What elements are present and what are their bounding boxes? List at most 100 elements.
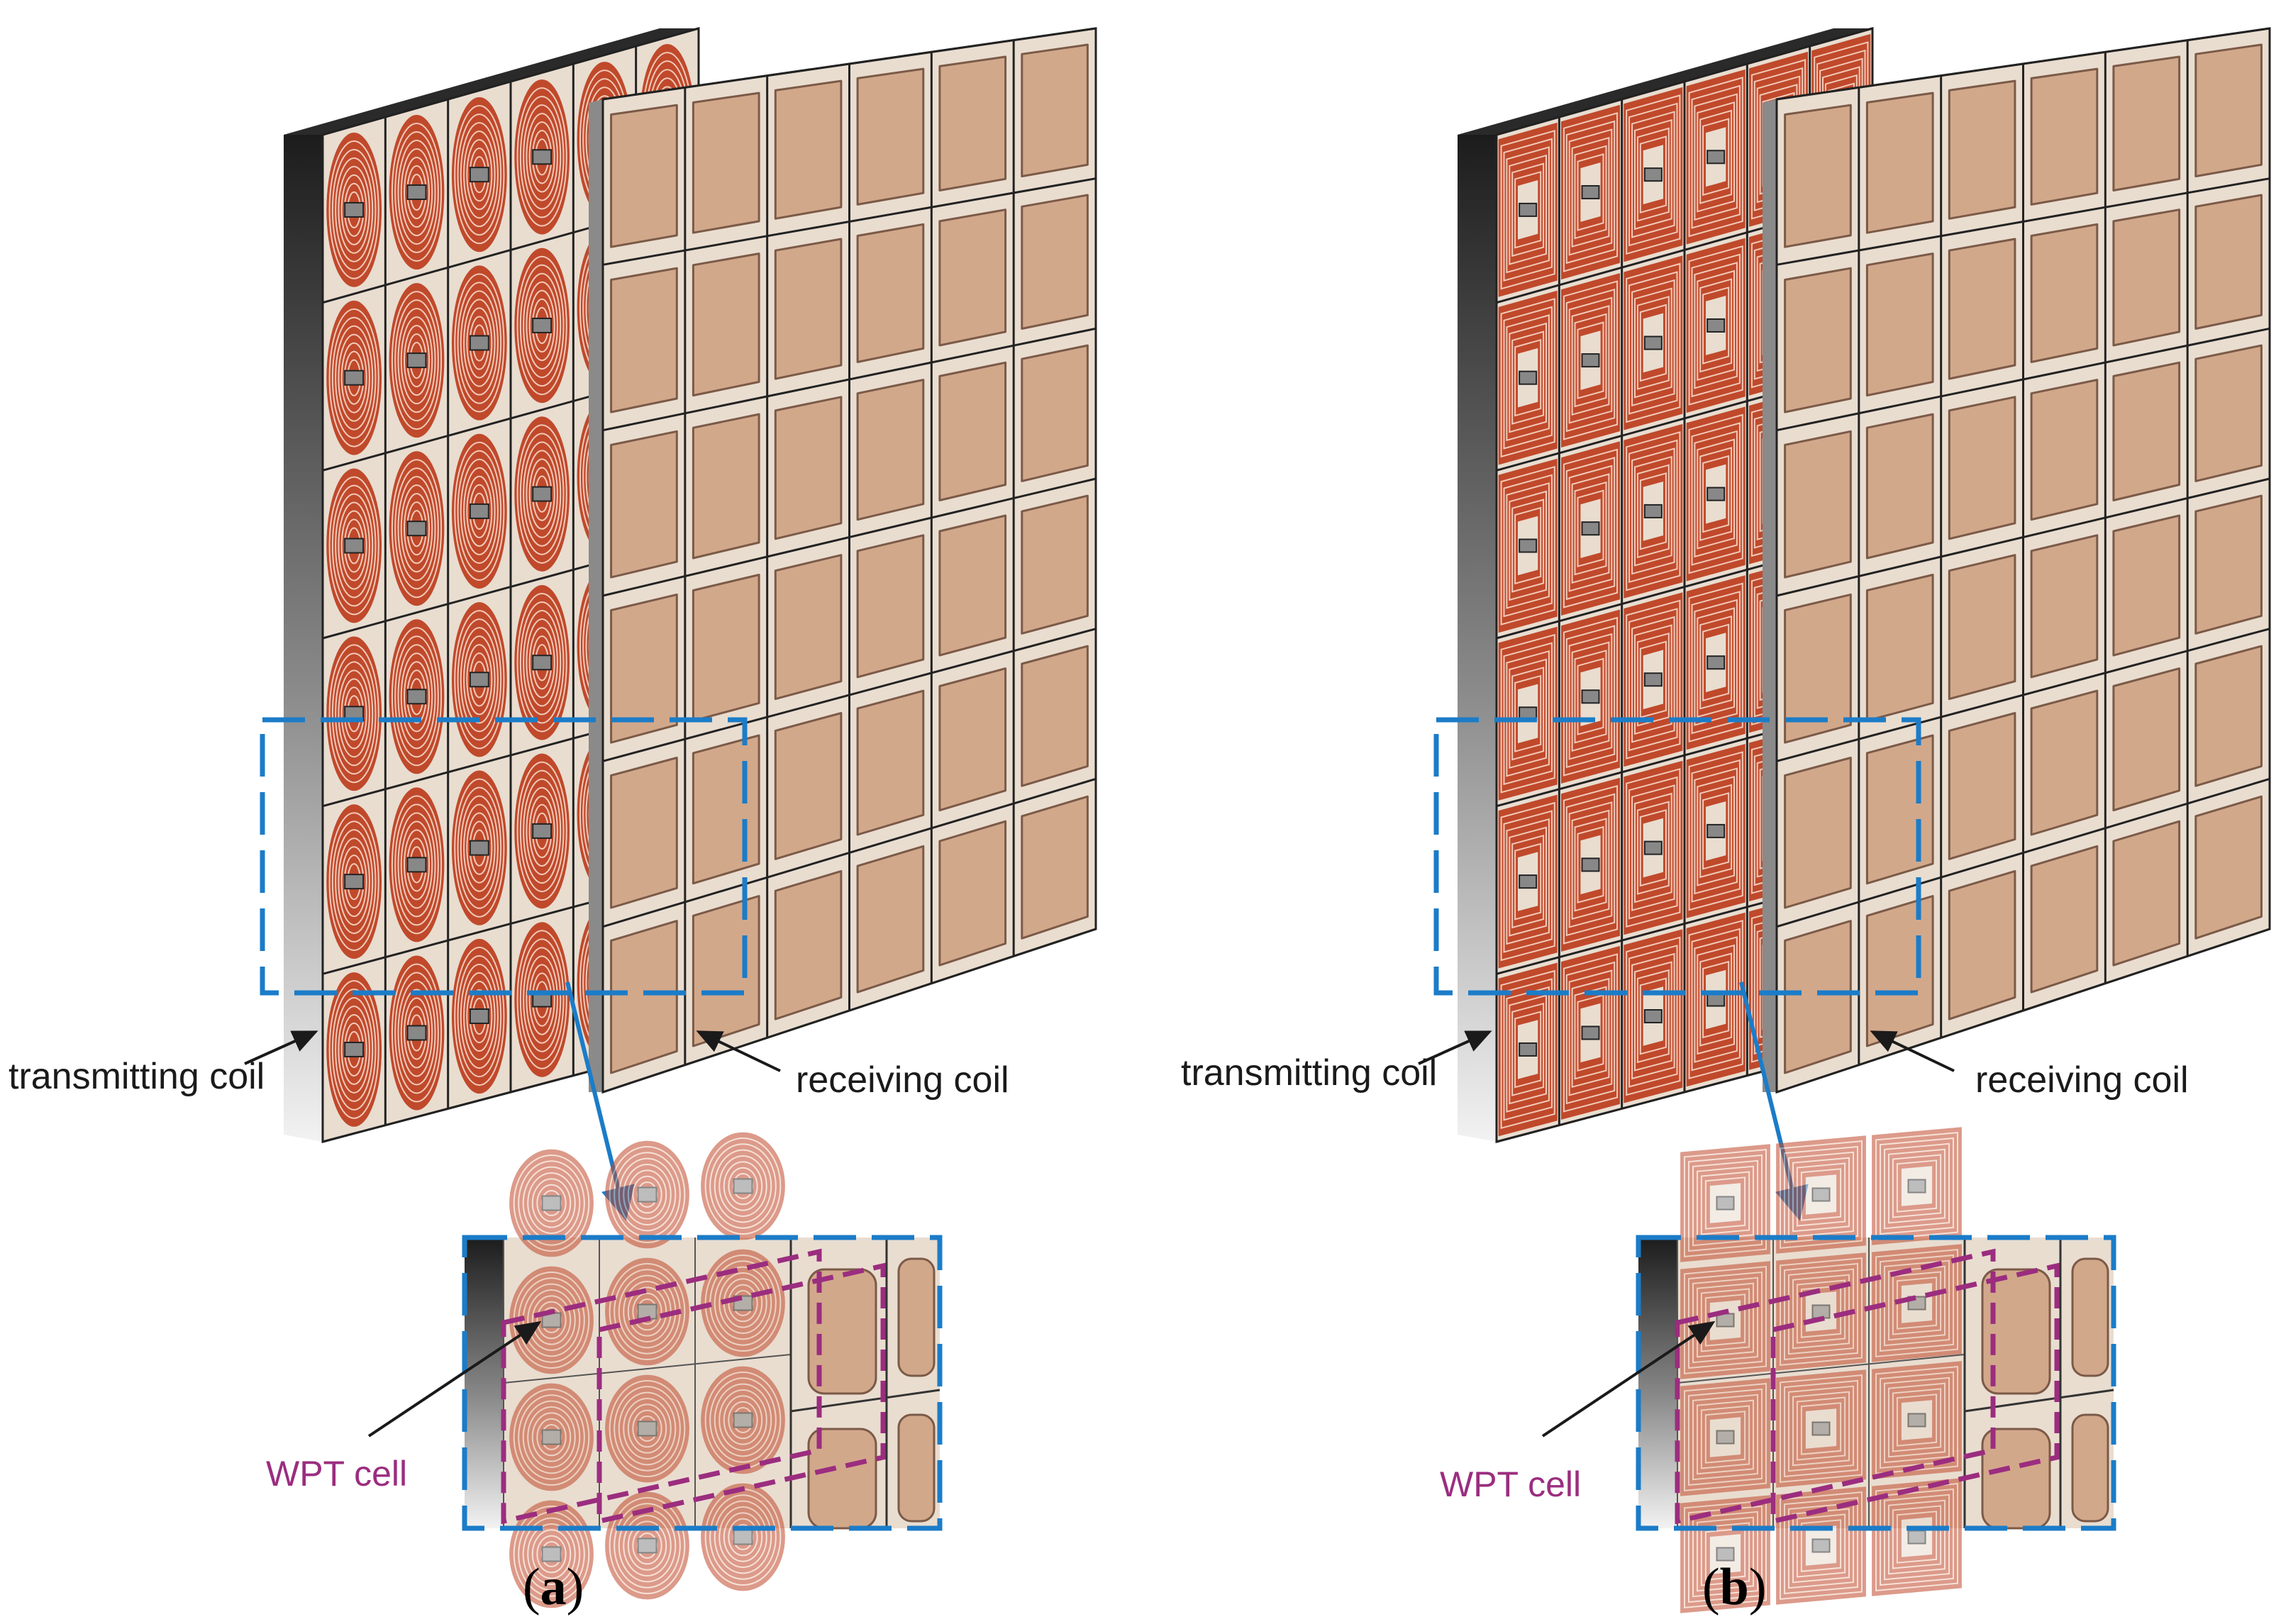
coil-turn [1514, 842, 1542, 921]
coil-center-pad [1519, 874, 1538, 889]
coil-turn [1503, 306, 1553, 450]
coil-center-pad [469, 503, 489, 519]
coil-turn [328, 140, 379, 279]
coil-turn [391, 963, 443, 1103]
coil-center-pad [1581, 185, 1600, 200]
coil-turn [466, 644, 493, 716]
coil-turn [1577, 657, 1604, 735]
coil-turn [1697, 269, 1735, 382]
receiver-pad-11 [1021, 194, 1089, 330]
inset-coil [1680, 1144, 1770, 1262]
wpt-cell-label-b: WPT cell [1440, 1464, 1581, 1504]
arrow-icon [1418, 1030, 1492, 1065]
coil-turn [1568, 969, 1613, 1096]
coil-center-pad [1907, 1530, 1926, 1545]
receiver-pad-30 [610, 920, 678, 1074]
coil-turn [1626, 599, 1681, 760]
coil-turn [627, 1169, 667, 1220]
coil-turn [1636, 969, 1670, 1064]
coil-center-pad [532, 486, 553, 502]
inset-coil [1872, 1244, 1962, 1362]
coil-turn [527, 1406, 576, 1469]
coil-turn [519, 264, 565, 387]
coil-turn [1784, 1262, 1858, 1361]
inset-frame [462, 1235, 943, 1531]
coil-turn [1880, 1137, 1954, 1235]
receiver-pad-0 [610, 104, 678, 248]
coil-center-pad [469, 840, 489, 856]
square-coil-inset--1-1 [1776, 1135, 1866, 1254]
coil-turn [531, 1178, 572, 1228]
receiver-grid-line [602, 628, 1097, 762]
inset-coil [1680, 1378, 1770, 1496]
square-coil-0 [1498, 122, 1558, 297]
receiver-pad-31 [692, 895, 760, 1047]
coil-turn [1500, 801, 1555, 962]
inset-receiver-pad [897, 1257, 936, 1377]
coil-turn [1628, 102, 1678, 247]
coil-turn [457, 113, 502, 236]
coil-turn [1568, 465, 1613, 592]
transmitting-coil-label-b: transmitting coil [1181, 1052, 1437, 1094]
coil-turn [397, 980, 436, 1086]
coil-center-pad [469, 672, 489, 688]
coil-turn [627, 1286, 667, 1337]
coil-turn [718, 1272, 767, 1335]
coil-turn [331, 316, 377, 439]
coil-turn [1634, 792, 1672, 903]
coil-turn [466, 139, 493, 211]
circular-coil-3 [514, 79, 570, 235]
receiver-pad-2 [1948, 79, 2016, 220]
coil-turn [1896, 1394, 1938, 1447]
inset-edge [465, 1238, 504, 1528]
coil-turn [457, 955, 502, 1078]
circular-coil-7 [389, 283, 445, 438]
coil-turn [457, 786, 502, 909]
inset-coil [1776, 1369, 1866, 1488]
coil-center-pad [406, 1025, 427, 1041]
coil-turn [1636, 632, 1670, 727]
coil-turn [1780, 1257, 1863, 1366]
coil-turn [1500, 633, 1555, 794]
receiver-grid-line [602, 327, 1097, 432]
coil-turn [523, 947, 562, 1052]
receiver-pad-15 [2030, 379, 2099, 521]
receiver-pad-18 [610, 593, 678, 744]
coil-turn [1565, 120, 1616, 265]
coil-turn [623, 1397, 672, 1460]
coil-turn [1639, 472, 1667, 550]
coil-turn [1511, 834, 1545, 929]
coil-turn [1571, 305, 1610, 416]
coil-turn [400, 484, 433, 573]
coil-turn [1784, 1379, 1858, 1478]
coil-turn [1500, 969, 1555, 1129]
receiver-pad-9 [856, 223, 925, 363]
coil-turn [338, 838, 370, 926]
arrow-icon [1870, 1030, 1955, 1072]
coil-turn [1691, 928, 1741, 1072]
coil-turn [1688, 1154, 1763, 1252]
coil-turn [394, 467, 439, 590]
coil-turn [335, 157, 374, 262]
coil-turn [338, 333, 370, 422]
coil-turn [1888, 1382, 1946, 1458]
inset-grid-line [1964, 1389, 2114, 1413]
coil-turn [518, 1160, 585, 1246]
coil-turn [528, 964, 555, 1035]
coil-turn [1500, 130, 1555, 290]
inset-coil [605, 1491, 689, 1600]
coil-turn [1506, 818, 1550, 945]
receiver-pad-35 [2194, 795, 2263, 940]
panel-label-a: (a) [523, 1558, 584, 1616]
transmitter-grid-line [1496, 27, 1873, 136]
coil-turn [1503, 642, 1553, 786]
coil-turn [614, 1503, 681, 1589]
circular-coil-12 [326, 468, 382, 623]
circular-coil-inset--1-0 [509, 1149, 594, 1257]
coil-turn [404, 156, 430, 228]
inset-grid-line [790, 1389, 940, 1413]
coil-turn [391, 459, 443, 599]
coil-turn [1506, 314, 1550, 442]
coil-turn [457, 450, 502, 573]
coil-turn [1509, 994, 1547, 1105]
